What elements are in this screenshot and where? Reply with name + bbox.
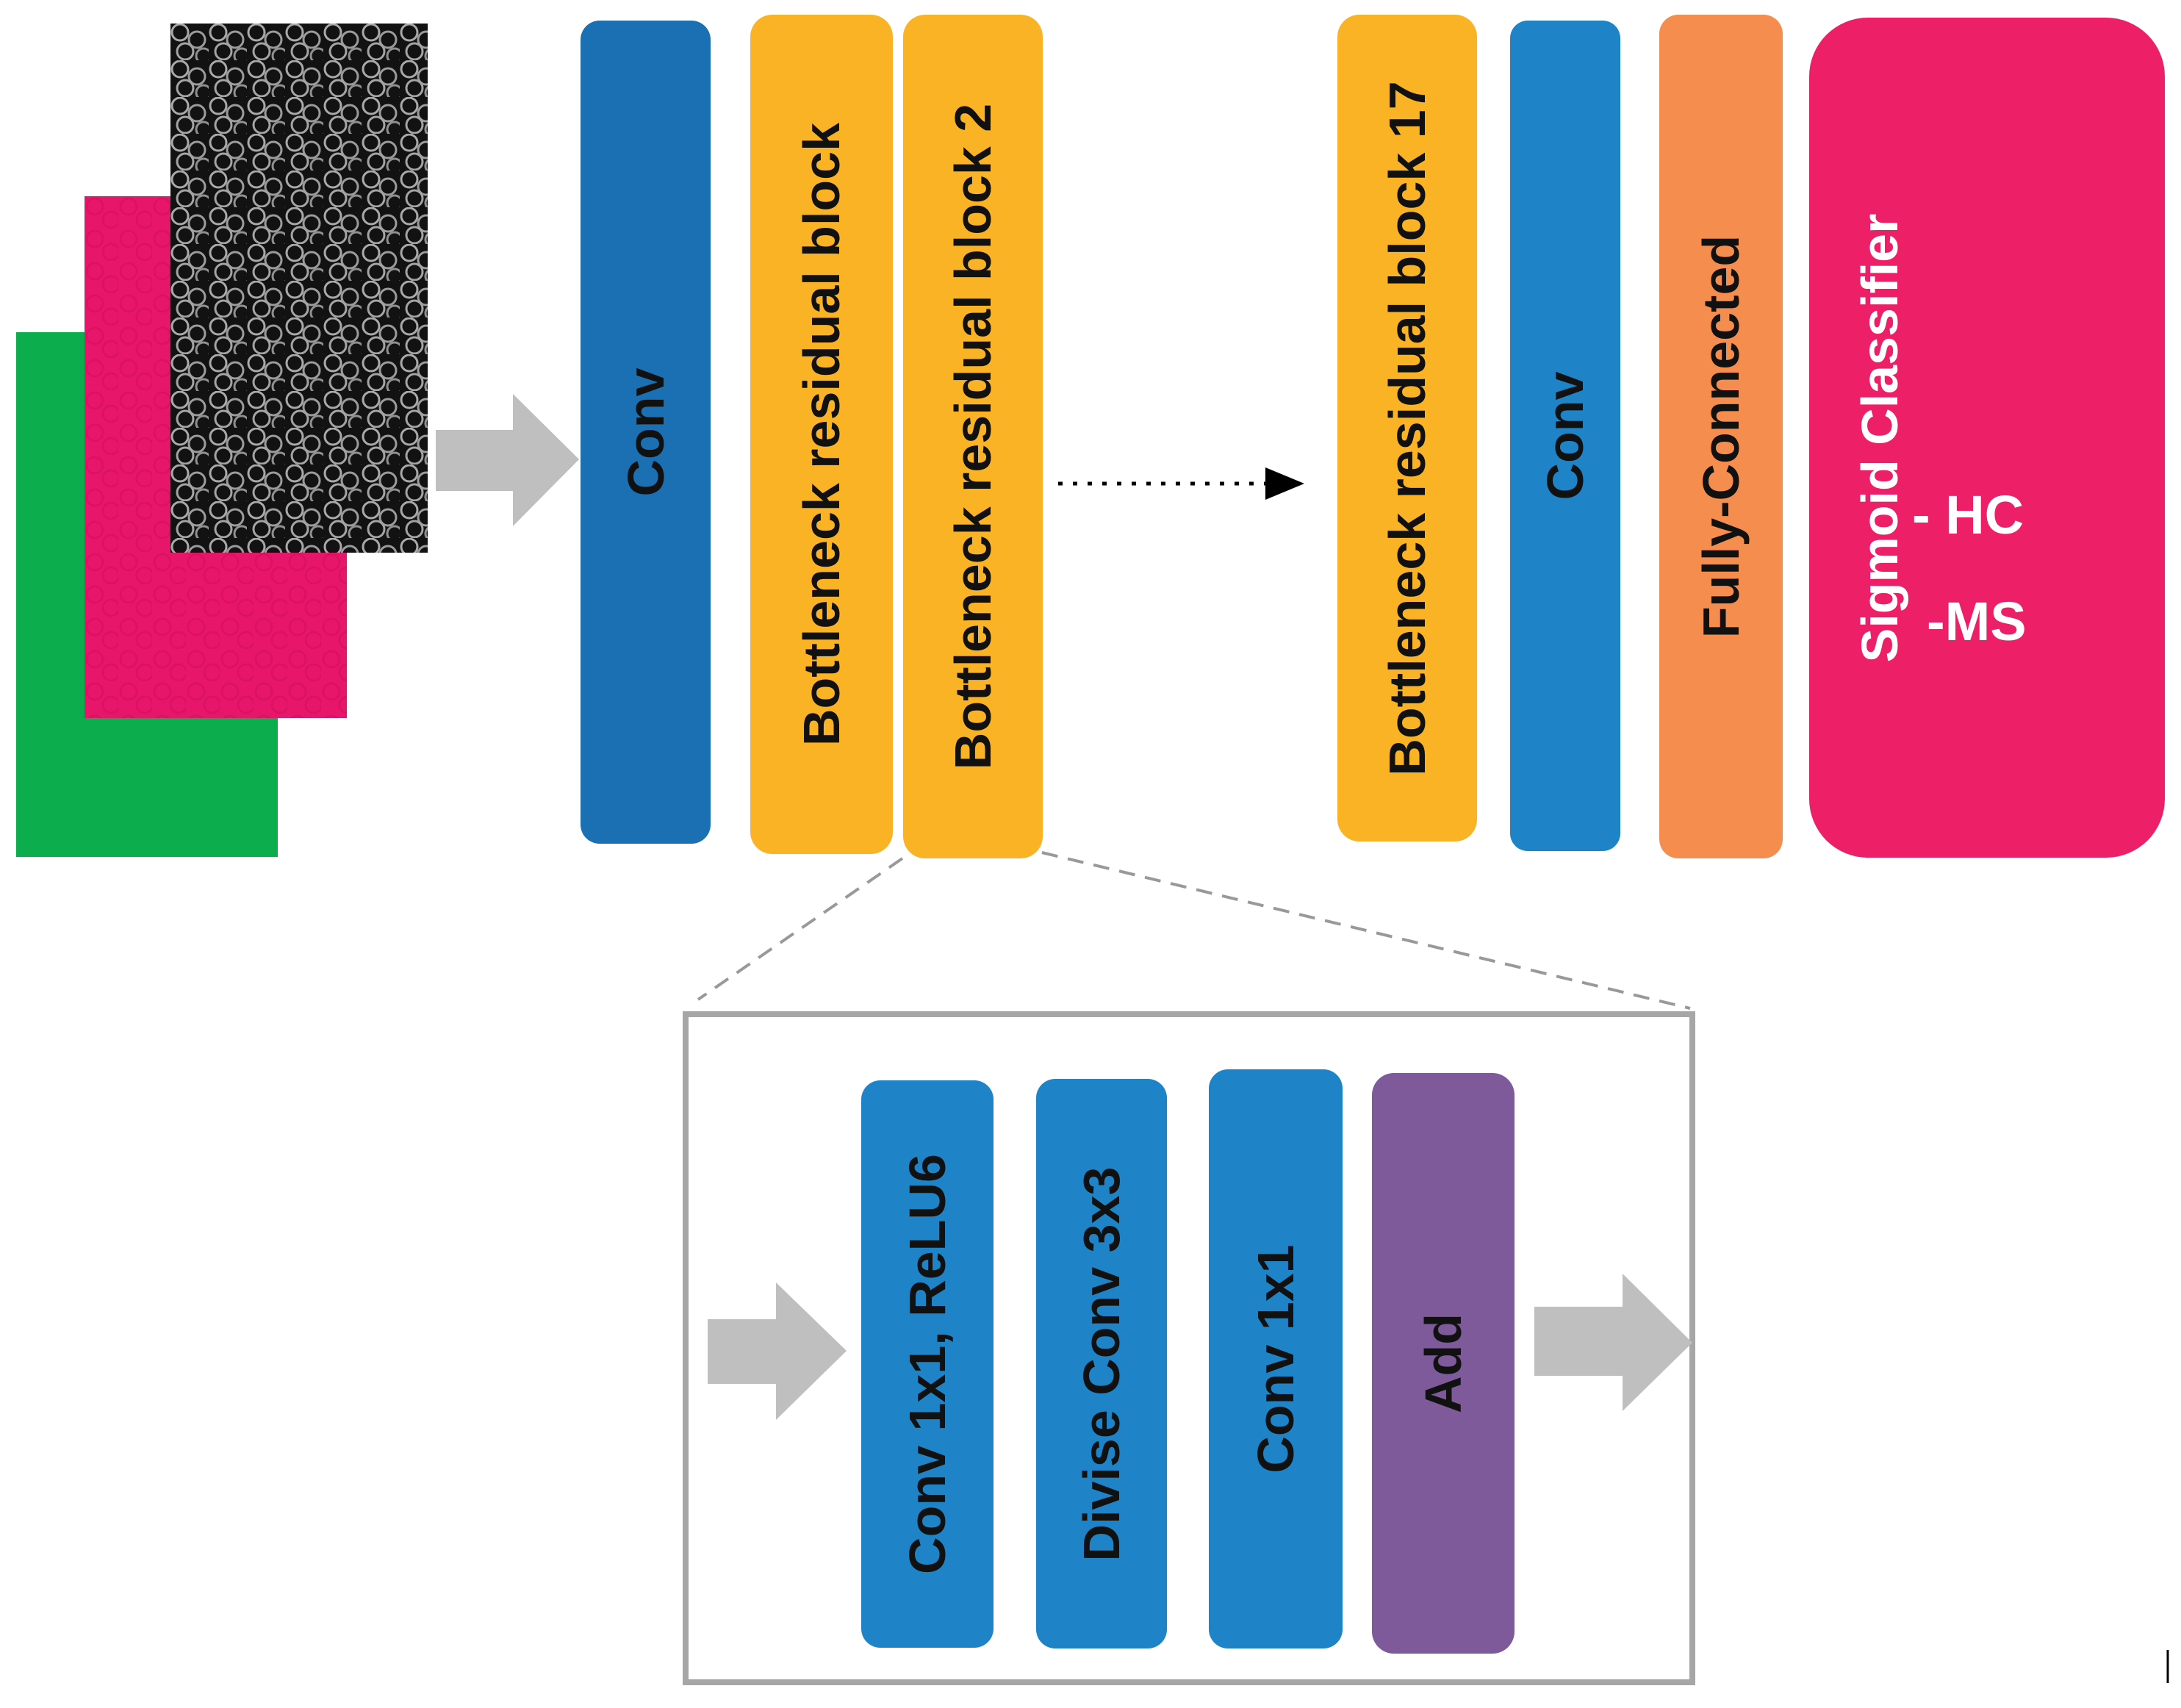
- sigmoid-classifier-title: Sigmoid Classifier: [1851, 213, 1908, 662]
- class-hc-label: - HC: [1912, 484, 2024, 545]
- bottleneck-block-1: Bottleneck residual block: [750, 15, 893, 854]
- zoom-line-left: [697, 857, 904, 1001]
- fully-connected-block: Fully-Connected: [1659, 15, 1783, 858]
- sigmoid-classifier-block: Sigmoid Classifier - HC -MS: [1809, 18, 2165, 858]
- conv-block-2: Conv: [1510, 21, 1620, 851]
- fully-connected-label: Fully-Connected: [1692, 234, 1750, 639]
- detail-conv-relu-label: Conv 1x1, ReLU6: [899, 1154, 956, 1574]
- bottleneck-block-2: Bottleneck residual block 2: [903, 15, 1043, 858]
- detail-conv-1x1-block: Conv 1x1: [1209, 1069, 1343, 1648]
- grayscale-microscopy-image: [170, 24, 428, 553]
- bottleneck-block-2-label: Bottleneck residual block 2: [944, 103, 1002, 770]
- detail-conv-relu-block: Conv 1x1, ReLU6: [861, 1080, 994, 1648]
- detail-divise-conv-label: Divise Conv 3x3: [1073, 1166, 1130, 1561]
- zoom-line-right: [1041, 851, 1691, 1010]
- input-arrow: [436, 394, 579, 526]
- dotted-arrowhead: [1265, 467, 1304, 500]
- class-ms-label: -MS: [1927, 591, 2027, 652]
- bottleneck-block-17-label: Bottleneck residual block 17: [1379, 80, 1436, 776]
- conv-block-1-label: Conv: [617, 367, 675, 497]
- detail-divise-conv-block: Divise Conv 3x3: [1036, 1079, 1167, 1648]
- bottleneck-block-1-label: Bottleneck residual block: [793, 122, 850, 747]
- detail-add-label: Add: [1415, 1313, 1472, 1414]
- conv-block-1: Conv: [581, 21, 711, 844]
- detail-input-arrow: [708, 1282, 847, 1420]
- conv-block-2-label: Conv: [1537, 371, 1594, 500]
- detail-frame: [683, 1011, 1695, 1685]
- detail-conv-1x1-label: Conv 1x1: [1247, 1244, 1304, 1474]
- detail-add-block: Add: [1372, 1073, 1515, 1654]
- bottleneck-block-17: Bottleneck residual block 17: [1337, 15, 1477, 842]
- detail-output-arrow: [1534, 1274, 1692, 1411]
